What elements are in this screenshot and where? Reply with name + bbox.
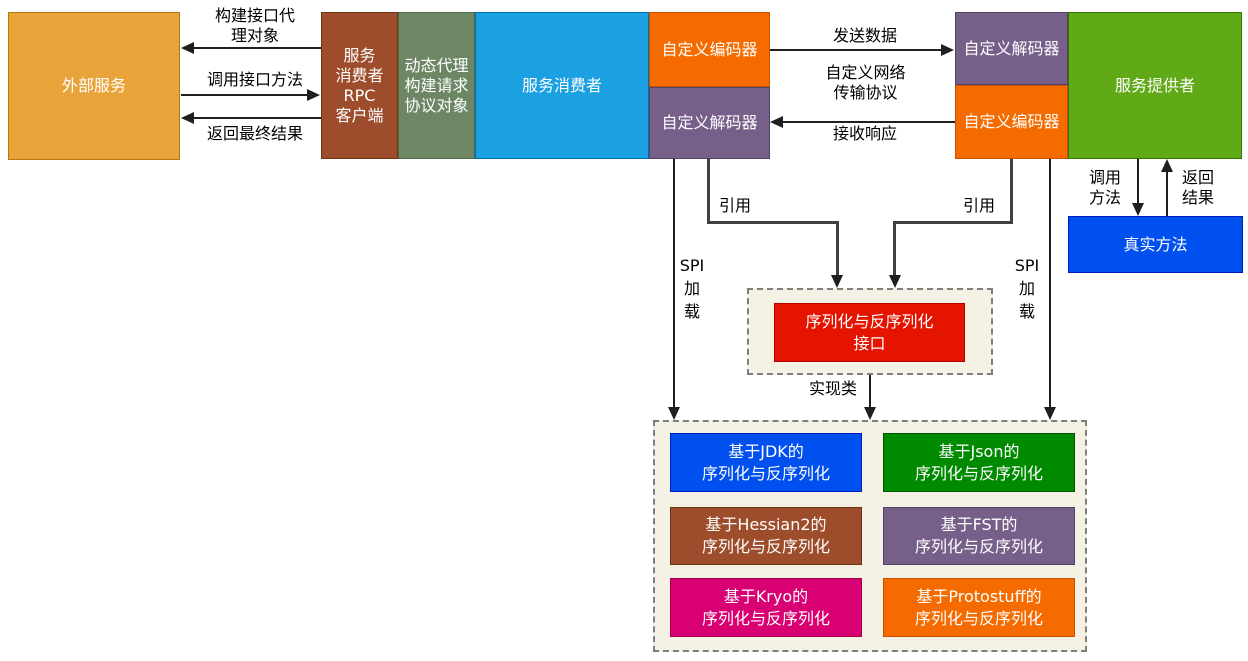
node-consumer-encoder: 自定义编码器 <box>649 12 770 87</box>
edge-label-send-data: 发送数据 <box>832 26 897 45</box>
node-impl-kryo: 基于Kryo的 序列化与反序列化 <box>670 578 862 637</box>
arrow-call-method-head <box>1132 203 1144 216</box>
node-service-consumer: 服务消费者 <box>475 12 649 159</box>
node-real-method: 真实方法 <box>1068 216 1243 273</box>
arrow-impl-class-line <box>869 375 871 408</box>
edge-label-return-final: 返回最终结果 <box>206 124 303 143</box>
arrow-reference-right-segment-h <box>893 221 1013 224</box>
arrow-spi-left-line <box>673 159 675 408</box>
node-consumer-decoder: 自定义解码器 <box>649 87 770 159</box>
edge-label-impl-class: 实现类 <box>808 379 857 398</box>
node-provider-encoder: 自定义编码器 <box>955 85 1068 159</box>
arrow-return-final-head <box>181 112 194 124</box>
edge-label-build-proxy: 构建接口代 理对象 <box>214 6 295 45</box>
arrow-reference-left-segment-v1 <box>707 159 710 223</box>
arrow-receive-response-line <box>782 121 955 123</box>
edge-label-spi-load-right: SPI 加 载 <box>1014 256 1040 321</box>
arrow-call-interface-head <box>307 89 320 101</box>
node-impl-fst: 基于FST的 序列化与反序列化 <box>883 507 1075 565</box>
edge-label-return-result: 返回 结果 <box>1181 168 1214 207</box>
edge-label-reference-right: 引用 <box>962 196 995 215</box>
arrow-call-interface-line <box>181 94 309 96</box>
node-provider-decoder: 自定义解码器 <box>955 12 1068 85</box>
arrow-build-proxy-head <box>181 42 194 54</box>
node-impl-hessian2: 基于Hessian2的 序列化与反序列化 <box>670 507 862 565</box>
node-impl-protostuff: 基于Protostuff的 序列化与反序列化 <box>883 578 1075 637</box>
arrow-build-proxy-line <box>192 47 321 49</box>
arrow-reference-left-segment-h <box>707 221 839 224</box>
node-service-provider: 服务提供者 <box>1068 12 1242 159</box>
arrow-spi-left-head <box>668 407 680 420</box>
arrow-return-result-line <box>1166 171 1168 216</box>
node-dynamic-proxy: 动态代理 构建请求 协议对象 <box>398 12 475 159</box>
arrow-return-result-head <box>1161 159 1173 172</box>
arrow-reference-left-segment-v2 <box>836 221 839 276</box>
node-impl-jdk: 基于JDK的 序列化与反序列化 <box>670 433 862 492</box>
node-external-service: 外部服务 <box>8 12 180 160</box>
edge-label-receive-response: 接收响应 <box>832 124 897 143</box>
arrow-send-data-line <box>770 49 942 51</box>
edge-label-call-interface: 调用接口方法 <box>206 70 303 89</box>
edge-label-call-method: 调用 方法 <box>1088 168 1121 207</box>
arrow-call-method-line <box>1137 159 1139 204</box>
node-rpc-client: 服务 消费者 RPC 客户端 <box>321 12 398 159</box>
arrow-reference-left-head <box>831 275 843 288</box>
arrow-impl-class-head <box>864 407 876 420</box>
arrow-reference-right-head <box>889 275 901 288</box>
arrow-receive-response-head <box>770 116 783 128</box>
edge-label-reference-left: 引用 <box>718 196 751 215</box>
arrow-spi-right-head <box>1044 407 1056 420</box>
node-impl-json: 基于Json的 序列化与反序列化 <box>883 433 1075 492</box>
edge-label-spi-load-left: SPI 加 载 <box>679 256 705 321</box>
arrow-reference-right-segment-v1 <box>1010 159 1013 223</box>
node-serialization-interface: 序列化与反序列化 接口 <box>774 303 965 362</box>
arrow-return-final-line <box>192 117 321 119</box>
arrow-send-data-head <box>941 44 954 56</box>
edge-label-custom-protocol: 自定义网络 传输协议 <box>825 63 906 102</box>
arrow-spi-right-line <box>1049 159 1051 408</box>
arrow-reference-right-segment-v2 <box>893 221 896 276</box>
